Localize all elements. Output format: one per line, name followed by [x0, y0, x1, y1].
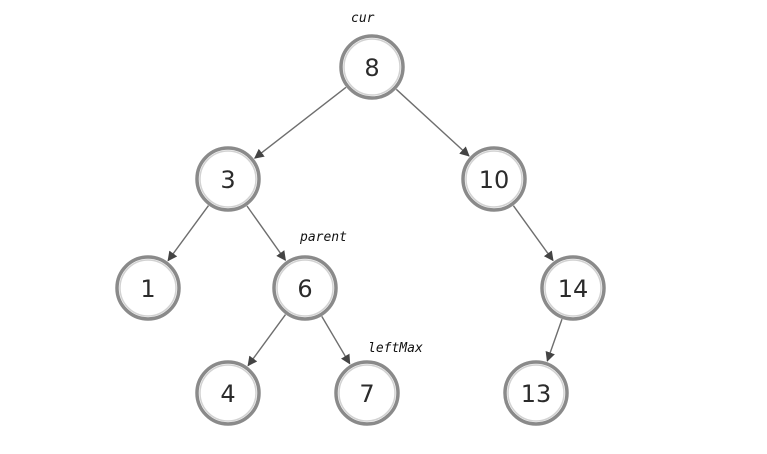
annotation-cur: cur	[351, 11, 375, 26]
node-label: 13	[521, 380, 552, 408]
node-circle	[195, 360, 261, 426]
node-inner-ring	[507, 364, 565, 422]
node-label: 10	[479, 166, 510, 194]
node-label: 6	[297, 275, 312, 303]
node-inner-ring	[343, 38, 401, 96]
nodes-layer: 8 3 10 1 6 14 4 7 13	[115, 34, 606, 426]
edge-n8-n3	[254, 86, 347, 159]
node-circle	[503, 360, 569, 426]
tree-node-3: 3	[195, 146, 261, 212]
annotation-leftmax: leftMax	[368, 341, 423, 356]
node-inner-ring	[119, 259, 177, 317]
node-label: 3	[220, 166, 235, 194]
node-circle	[272, 255, 338, 321]
node-circle	[334, 360, 400, 426]
node-label: 4	[220, 380, 235, 408]
annotation-parent: parent	[299, 230, 347, 245]
tree-node-8: 8	[339, 34, 405, 100]
node-inner-ring	[199, 150, 257, 208]
annotations-layer: cur parent leftMax	[299, 11, 423, 356]
node-label: 14	[558, 275, 589, 303]
node-circle	[461, 146, 527, 212]
node-circle	[339, 34, 405, 100]
tree-node-10: 10	[461, 146, 527, 212]
edge-n8-n10	[395, 88, 470, 157]
node-inner-ring	[465, 150, 523, 208]
node-inner-ring	[544, 259, 602, 317]
tree-node-1: 1	[115, 255, 181, 321]
edge-n6-n7	[321, 316, 351, 365]
node-circle	[115, 255, 181, 321]
edges-layer	[167, 86, 563, 367]
node-label: 7	[359, 380, 374, 408]
node-label: 8	[364, 54, 379, 82]
tree-node-6: 6	[272, 255, 338, 321]
edge-n6-n4	[247, 314, 287, 367]
tree-node-14: 14	[540, 255, 606, 321]
node-circle	[540, 255, 606, 321]
edge-n3-n6	[246, 205, 286, 261]
edge-n10-n14	[512, 205, 554, 262]
node-inner-ring	[338, 364, 396, 422]
edge-n14-n13	[545, 318, 563, 362]
tree-node-7: 7	[334, 360, 400, 426]
tree-node-4: 4	[195, 360, 261, 426]
node-label: 1	[140, 275, 155, 303]
edge-n3-n1	[167, 205, 210, 262]
node-inner-ring	[199, 364, 257, 422]
node-circle	[195, 146, 261, 212]
node-inner-ring	[276, 259, 334, 317]
tree-node-13: 13	[503, 360, 569, 426]
